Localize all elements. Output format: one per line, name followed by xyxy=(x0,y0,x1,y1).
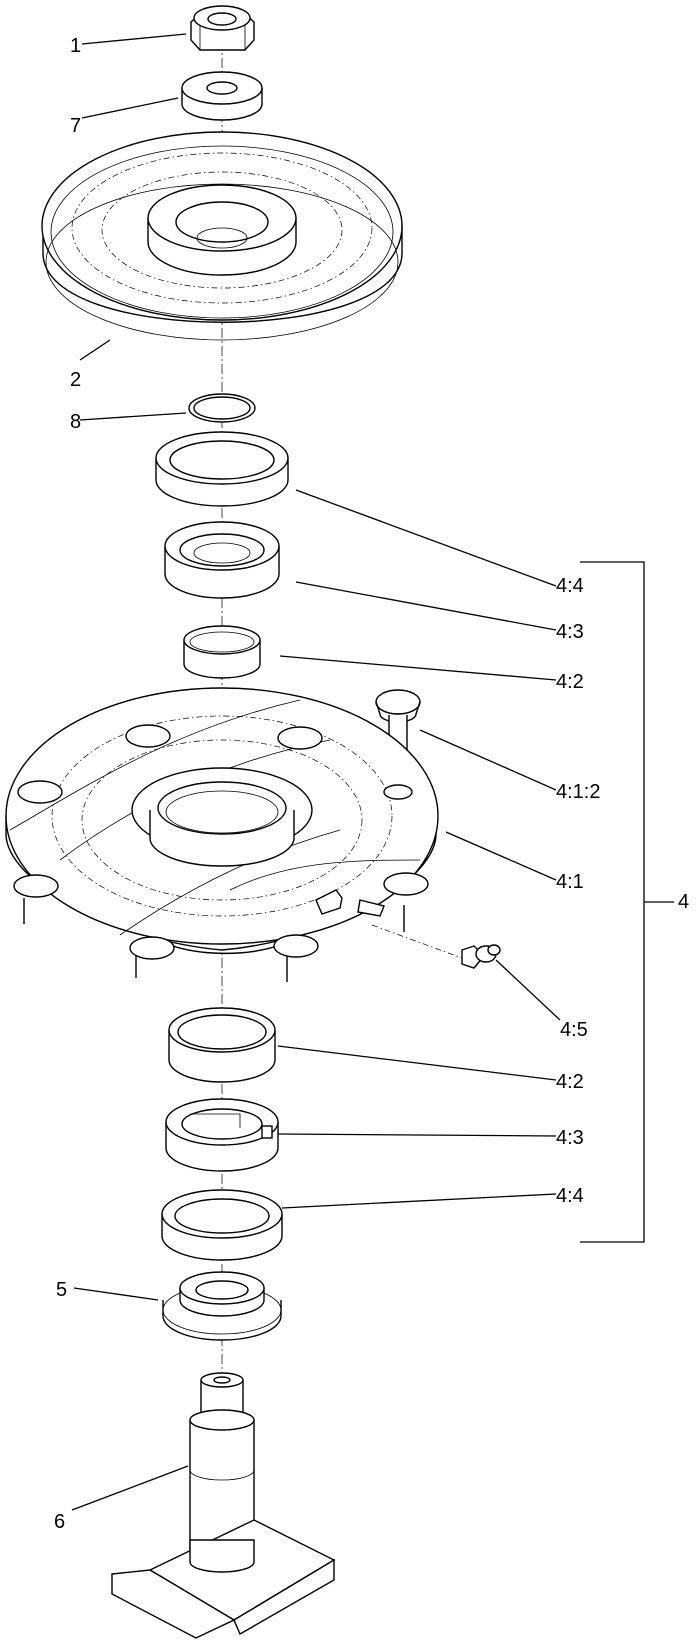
callout-labels: 1 7 2 8 4:4 4:3 4:2 4:1:2 4:1 4 4:5 4:2 … xyxy=(54,35,689,1533)
callout-1: 1 xyxy=(70,35,81,57)
callout-4-3-lower: 4:3 xyxy=(556,1127,584,1149)
callout-8: 8 xyxy=(70,411,81,433)
callout-4-5: 4:5 xyxy=(560,1019,588,1041)
callout-4-4-upper: 4:4 xyxy=(556,575,584,597)
part-4-3-upper-bearing xyxy=(164,521,280,599)
part-5-seal xyxy=(162,1271,282,1341)
callout-6: 6 xyxy=(54,1511,65,1533)
callout-4-2-lower: 4:2 xyxy=(556,1071,584,1093)
part-2-pulley xyxy=(41,131,403,341)
callout-2: 2 xyxy=(70,369,81,391)
callout-5: 5 xyxy=(56,1279,67,1301)
callout-4-1-2: 4:1:2 xyxy=(556,781,600,803)
part-4-1-housing xyxy=(5,687,439,982)
leader-lines xyxy=(71,33,561,1511)
part-7-washer xyxy=(181,71,263,121)
callout-4-4-lower: 4:4 xyxy=(556,1185,584,1207)
part-4-2-lower-cup xyxy=(168,1007,276,1083)
callout-7: 7 xyxy=(70,115,81,137)
part-4-4-upper-seal xyxy=(155,431,289,507)
part-6-spindle xyxy=(111,1372,336,1639)
part-4-3-lower-bearing xyxy=(165,1098,279,1172)
callout-4-1: 4:1 xyxy=(556,871,584,893)
callout-4: 4 xyxy=(678,891,689,913)
housing-bolt-heads xyxy=(13,724,429,960)
callout-4-2-upper: 4:2 xyxy=(556,671,584,693)
part-4-4-lower-seal xyxy=(161,1189,283,1261)
callout-4-3-upper: 4:3 xyxy=(556,621,584,643)
part-1-nut xyxy=(190,5,255,51)
part-8-ring xyxy=(188,393,256,423)
part-4-5-grease-fitting xyxy=(371,924,501,969)
part-4-2-upper-cup xyxy=(183,625,261,679)
assembly-4-bracket xyxy=(580,561,674,1243)
